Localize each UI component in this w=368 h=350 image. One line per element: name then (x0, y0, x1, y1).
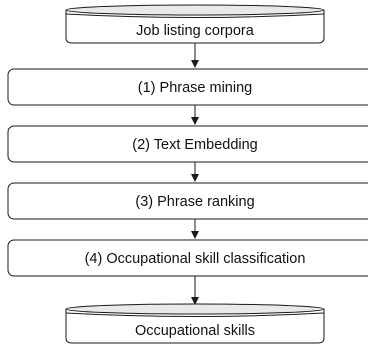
node-label: (2) Text Embedding (132, 137, 257, 153)
node-phrase-ranking: (3) Phrase ranking (7, 182, 368, 220)
node-label: Occupational skills (135, 323, 255, 339)
arrow-phrase-ranking-to-skill-classification (191, 219, 199, 239)
arrow-phrase-mining-to-text-embedding (191, 105, 199, 125)
node-occupational-skills: Occupational skills (65, 303, 325, 344)
arrow-text-embedding-to-phrase-ranking (191, 162, 199, 182)
node-label: (3) Phrase ranking (135, 194, 254, 210)
node-phrase-mining: (1) Phrase mining (7, 68, 368, 106)
node-occupational-skill-classification: (4) Occupational skill classification (7, 239, 368, 277)
node-label: Job listing corpora (136, 23, 255, 39)
node-job-listing-corpora: Job listing corpora (65, 4, 325, 44)
arrow-skill-classification-to-occupational-skills (191, 276, 199, 305)
node-label: (1) Phrase mining (138, 80, 252, 96)
database-body (65, 309, 325, 344)
database-top (65, 303, 325, 315)
connectors (191, 43, 199, 305)
database-body (65, 10, 325, 44)
database-top (65, 4, 325, 16)
arrow-corpora-to-phrase-mining (191, 43, 199, 68)
node-label: (4) Occupational skill classification (85, 251, 306, 267)
node-text-embedding: (2) Text Embedding (7, 125, 368, 163)
